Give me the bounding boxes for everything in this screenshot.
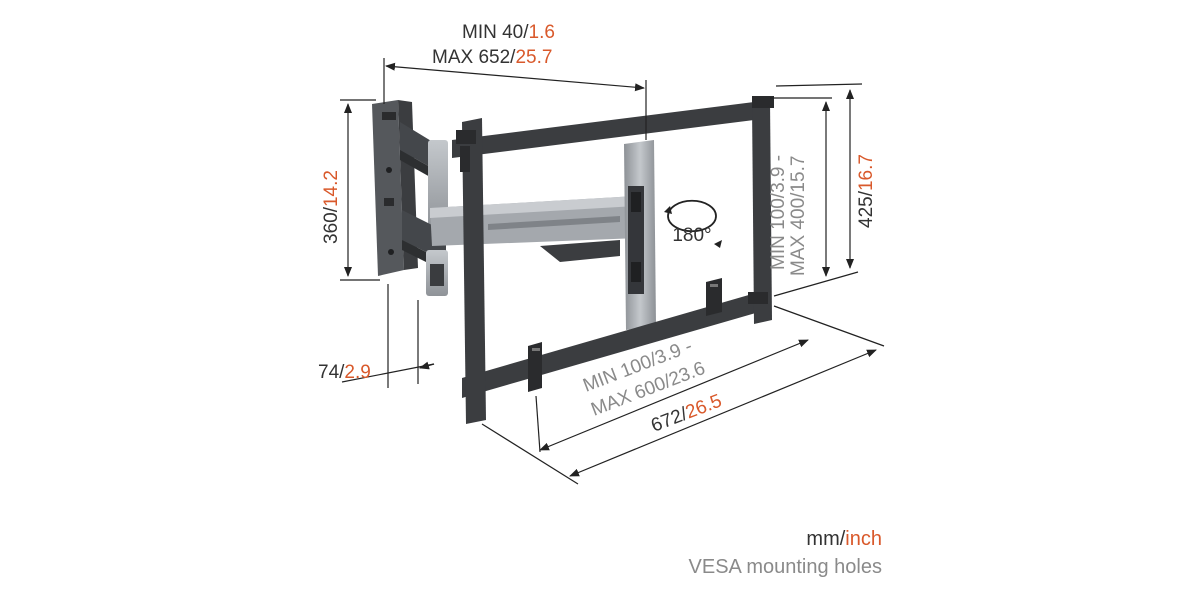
frame-height-label: 425/16.7 (856, 154, 877, 228)
vesa-caption: VESA mounting holes (688, 556, 882, 578)
rotation-arrow-icon (664, 206, 672, 214)
units-legend: mm/inch (806, 528, 882, 551)
vesa-vertical-label-min: MIN 100/3.9 - (768, 155, 789, 270)
lower-arm (402, 210, 448, 296)
tv-mount-illustration: 180° (372, 96, 774, 424)
arm-height-label: 360/14.2 (321, 170, 342, 244)
rotation-label: 180° (672, 225, 711, 246)
top-width-label-max: MAX 652/25.7 (432, 47, 552, 68)
tv-adapter-plate (624, 140, 656, 330)
extension-arm (430, 196, 640, 262)
units-inch: inch (845, 528, 882, 550)
frame-width-label: 672/26.5 (648, 391, 725, 437)
dimension-lines (340, 58, 885, 485)
units-mm: mm/ (806, 528, 846, 550)
tv-frame (452, 96, 774, 424)
rotation-indicator: 180° (664, 199, 722, 248)
vesa-vertical-label-max: MAX 400/15.7 (788, 156, 809, 276)
wall-depth-label: 74/2.9 (318, 362, 371, 383)
top-width-label-min: MIN 40/1.6 (462, 22, 555, 43)
